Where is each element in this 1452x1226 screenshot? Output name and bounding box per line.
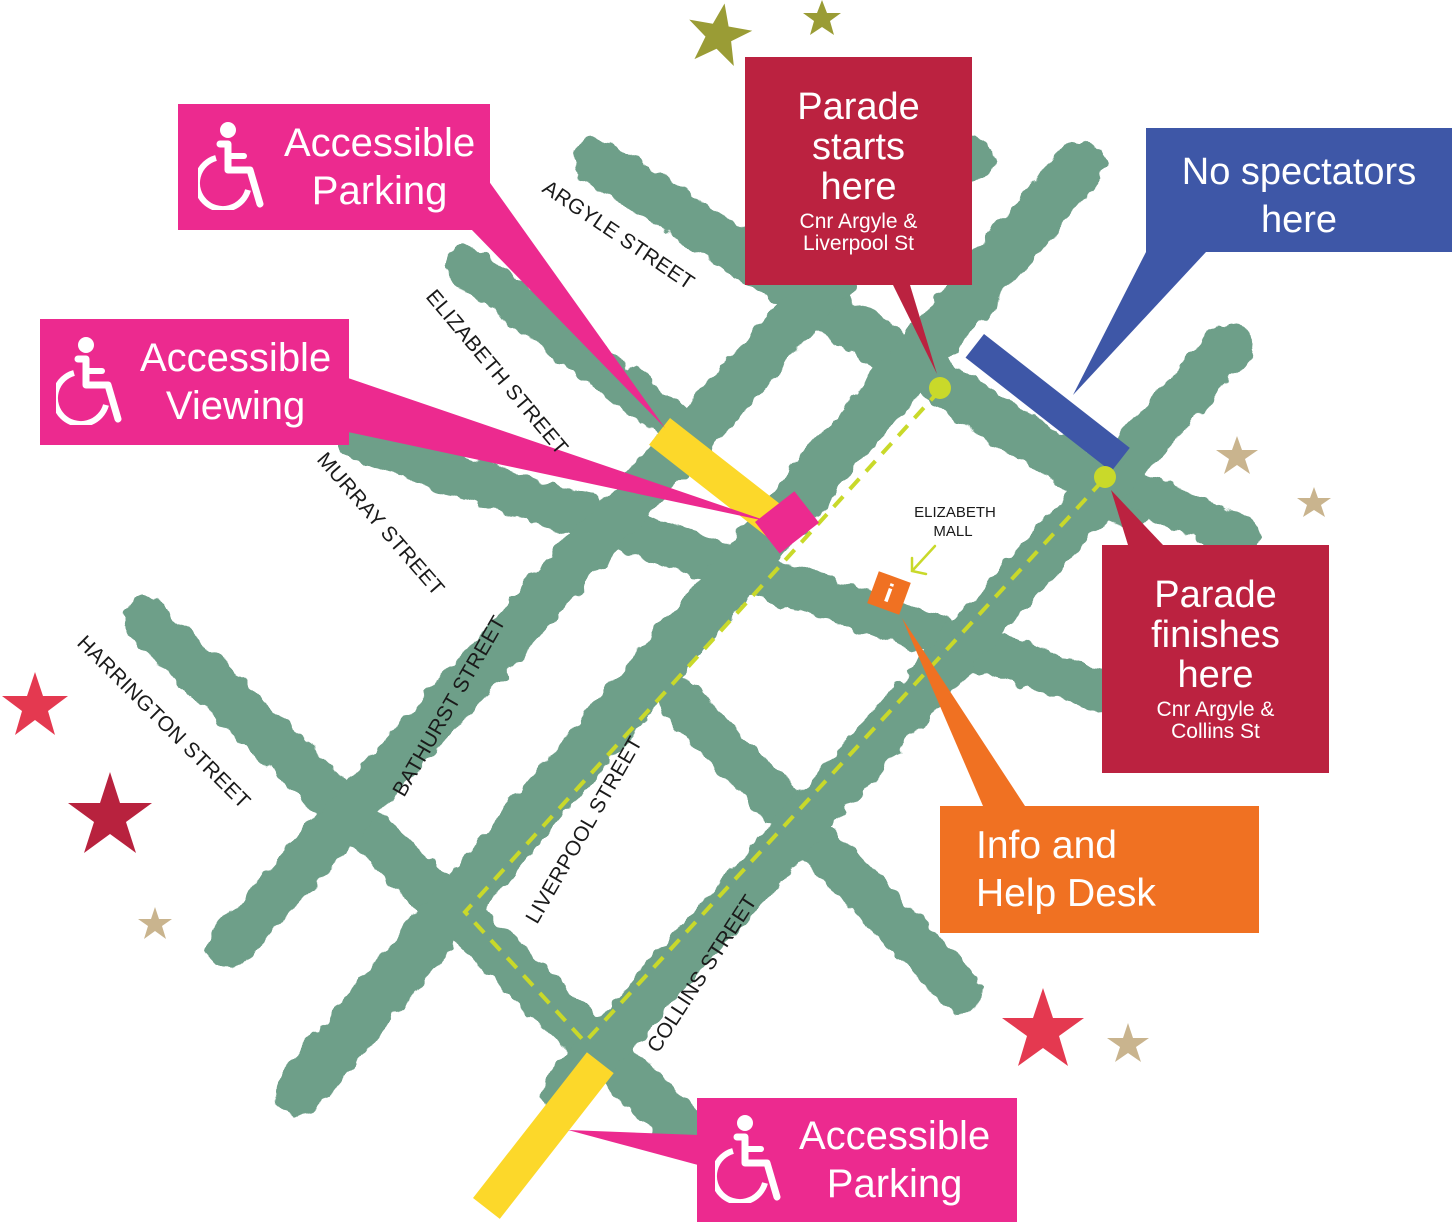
murray-lower-road	[658, 678, 982, 1012]
parade-finish-line1: Parade	[1154, 574, 1277, 616]
info-desk-callout: Info and Help Desk	[940, 806, 1259, 933]
star-icon	[138, 907, 172, 939]
accessible-parking-top-line1: Accessible	[284, 121, 476, 165]
info-desk-line2: Help Desk	[976, 872, 1156, 915]
street-network	[122, 100, 1260, 1158]
parade-start-sub1: Cnr Argyle &	[799, 210, 918, 233]
parade-start-point	[929, 377, 951, 399]
accessible-viewing-callout: Accessible Viewing	[40, 319, 349, 445]
parade-start-pointer	[893, 285, 937, 374]
parade-finish-line2: finishes	[1151, 614, 1280, 656]
bathurst-street-road	[207, 252, 858, 968]
star-icon	[1107, 1023, 1149, 1062]
parade-finish-sub1: Cnr Argyle &	[1156, 698, 1275, 721]
info-marker: i	[867, 571, 911, 615]
accessible-parking-bottom-callout: Accessible Parking	[697, 1098, 1017, 1222]
decorative-stars	[2, 0, 1331, 1066]
parade-finish-callout: Parade finishes here Cnr Argyle & Collin…	[1102, 545, 1329, 773]
accessible-viewing-pointer	[348, 378, 770, 522]
parade-start-line1: Parade	[797, 86, 920, 128]
accessible-parking-bottom-pointer	[568, 1130, 698, 1165]
parade-finish-line3: here	[1177, 654, 1254, 696]
no-spectators-callout: No spectators here	[1146, 128, 1452, 252]
parade-finish-pointer	[1111, 490, 1163, 545]
accessible-parking-bottom-line2: Parking	[826, 1162, 963, 1206]
parade-finish-point	[1094, 466, 1116, 488]
parking-zone-top	[649, 418, 789, 538]
elizabeth-mall-arrow	[910, 544, 937, 576]
bathurst-street-label: BATHURST STREET	[388, 612, 510, 801]
parade-start-callout: Parade starts here Cnr Argyle & Liverpoo…	[745, 57, 972, 285]
accessible-parking-bottom-line1: Accessible	[799, 1114, 991, 1158]
info-desk-pointer	[902, 618, 1025, 806]
accessible-viewing-zone	[755, 491, 820, 554]
star-icon	[689, 3, 753, 67]
star-icon	[1216, 436, 1258, 474]
star-icon	[803, 0, 841, 35]
accessible-viewing-line2: Viewing	[165, 384, 306, 428]
accessible-parking-top-pointer	[470, 180, 665, 428]
star-icon	[2, 672, 68, 735]
parade-finish-sub2: Collins St	[1171, 720, 1260, 743]
elizabeth-mall-label-2: MALL	[933, 523, 972, 540]
parade-start-sub2: Liverpool St	[803, 232, 914, 255]
argyle-street-road	[572, 137, 1153, 528]
accessible-parking-top-line2: Parking	[311, 169, 448, 213]
wheelchair-icon	[193, 120, 274, 215]
accessible-parking-top-callout: Accessible Parking	[178, 104, 490, 230]
star-icon	[68, 772, 152, 853]
liverpool-street-road	[275, 140, 1105, 1115]
no-spectators-line2: here	[1260, 199, 1338, 241]
no-spectators-line1: No spectators	[1181, 151, 1417, 193]
no-spectators-zone	[965, 334, 1130, 472]
parade-start-line2: starts	[812, 126, 905, 168]
parade-route	[462, 388, 1107, 1045]
wheelchair-icon	[51, 335, 132, 430]
parking-zone-bottom	[472, 1052, 614, 1219]
accessible-viewing-line1: Accessible	[140, 336, 332, 380]
parade-start-line3: here	[820, 166, 897, 208]
wheelchair-icon	[710, 1113, 791, 1208]
info-desk-line1: Info and	[976, 824, 1117, 867]
star-icon	[1002, 988, 1084, 1066]
collins-street-road	[542, 322, 1253, 1113]
star-icon	[1297, 487, 1331, 517]
elizabeth-mall-label-1: ELIZABETH	[914, 504, 996, 521]
no-spectators-pointer	[1073, 252, 1206, 395]
